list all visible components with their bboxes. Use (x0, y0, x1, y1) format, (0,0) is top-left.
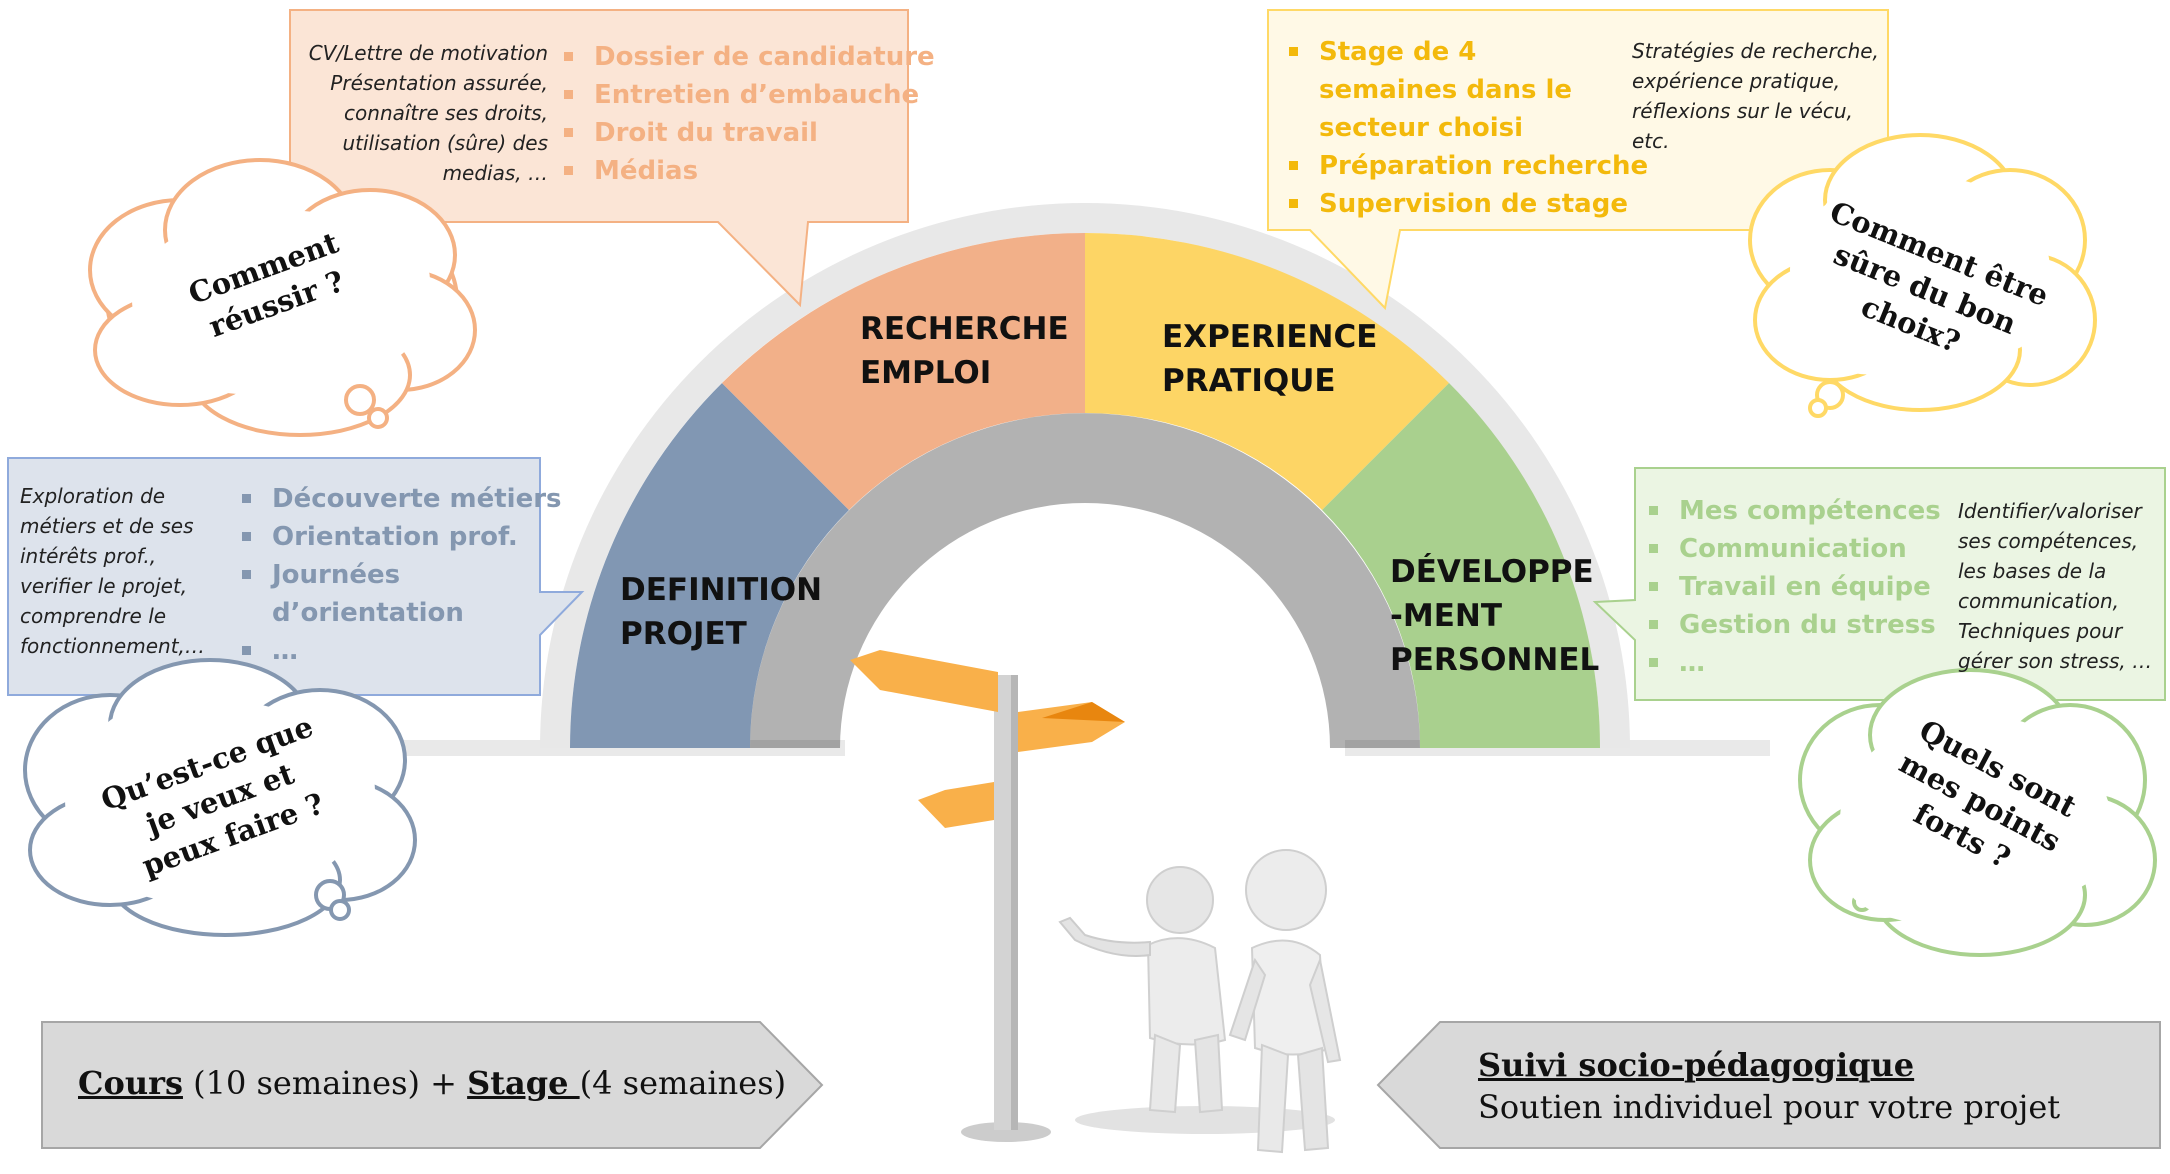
arch-segment-experience (1085, 232, 1449, 510)
developpement-desc-line: les bases de la (1958, 559, 2107, 583)
experience-desc-line: Stratégies de recherche, (1632, 39, 1879, 63)
arch-segment-definition (570, 383, 849, 748)
developpement-bullet: Travail en équipe (1645, 568, 1941, 606)
recherche-bullet-list: Dossier de candidature Entretien d’embau… (560, 38, 935, 190)
suivi-title: Suivi socio-pédagogique (1478, 1046, 1915, 1084)
developpement-description: Identifier/valoriser ses compétences, le… (1958, 496, 2152, 676)
segment-label-line: PERSONNEL (1390, 642, 1600, 678)
experience-desc-line: etc. (1632, 129, 1670, 153)
definition-bullet-list: Découverte métiers Orientation prof. Jou… (238, 480, 562, 670)
recherche-desc-line: Présentation assurée, (330, 71, 548, 95)
recherche-bullet: Entretien d’embauche (560, 76, 935, 114)
recherche-bullet: Dossier de candidature (560, 38, 935, 76)
suivi-arrow-box (1376, 1021, 2161, 1149)
stage-label: Stage (467, 1064, 580, 1102)
segment-label-line: DEFINITION (620, 572, 823, 608)
segment-label-line: EXPERIENCE (1162, 319, 1378, 355)
stage-duration: (4 semaines) (579, 1064, 787, 1102)
suivi-text: Suivi socio-pédagogique Soutien individu… (1478, 1044, 2060, 1128)
recherche-description: CV/Lettre de motivation Présentation ass… (290, 38, 548, 188)
suivi-description: Soutien individuel pour votre projet (1478, 1088, 2061, 1126)
developpement-desc-line: ses compétences, (1958, 529, 2139, 553)
arch-segment-developpement (1322, 383, 1601, 748)
recherche-desc-line: medias, … (442, 161, 548, 185)
definition-bullet: Orientation prof. (238, 518, 562, 556)
definition-bullet: Découverte métiers (238, 480, 562, 518)
developpement-desc-line: communication, (1958, 589, 2120, 613)
people-illustration (1058, 849, 1342, 1154)
experience-bullet-list: Stage de 4 semaines dans le secteur choi… (1285, 33, 1648, 223)
arch-inner-band (750, 413, 1420, 748)
experience-bullet: Préparation recherche (1285, 147, 1648, 185)
recherche-desc-line: utilisation (sûre) des (342, 131, 548, 155)
segment-label-recherche: RECHERCHE EMPLOI (860, 307, 1069, 395)
definition-desc-line: fonctionnement,… (20, 634, 205, 658)
developpement-desc-line: gérer son stress, … (1958, 649, 2153, 673)
arch-segment-recherche (722, 233, 1085, 510)
segment-label-developpement: DÉVELOPPE -MENT PERSONNEL (1390, 550, 1599, 682)
experience-bullet: Supervision de stage (1285, 185, 1648, 223)
signpost-illustration (850, 650, 1125, 1142)
definition-description: Exploration de métiers et de ses intérêt… (20, 481, 205, 661)
segment-label-line: -MENT (1390, 598, 1502, 634)
developpement-bullet: … (1645, 644, 1941, 682)
segment-label-definition: DEFINITION PROJET (620, 568, 822, 656)
cours-arrow-box (41, 1021, 824, 1149)
recherche-desc-line: CV/Lettre de motivation (308, 41, 548, 65)
segment-label-line: PROJET (620, 616, 747, 652)
developpement-bullet: Communication (1645, 530, 1941, 568)
developpement-desc-line: Identifier/valoriser (1958, 499, 2142, 523)
recherche-bullet: Droit du travail (560, 114, 935, 152)
developpement-bullet-list: Mes compétences Communication Travail en… (1645, 492, 1941, 682)
segment-label-line: PRATIQUE (1162, 363, 1336, 399)
segment-label-line: EMPLOI (860, 355, 992, 391)
experience-bullet: Stage de 4 semaines dans le secteur choi… (1285, 33, 1609, 147)
definition-desc-line: métiers et de ses (20, 514, 194, 538)
experience-description: Stratégies de recherche, expérience prat… (1632, 36, 1879, 156)
recherche-desc-line: connaître ses droits, (344, 101, 548, 125)
segment-label-experience: EXPERIENCE PRATIQUE (1162, 315, 1377, 403)
recherche-bullet: Médias (560, 152, 935, 190)
definition-desc-line: Exploration de (20, 484, 166, 508)
experience-desc-line: expérience pratique, (1632, 69, 1841, 93)
cours-text: Cours (10 semaines) + Stage (4 semaines) (78, 1064, 786, 1102)
cours-label: Cours (78, 1064, 183, 1102)
segment-label-line: RECHERCHE (860, 311, 1069, 347)
callout-developpement (1592, 467, 2166, 701)
definition-bullet: … (238, 632, 562, 670)
experience-desc-line: réflexions sur le vécu, (1632, 99, 1853, 123)
developpement-bullet: Gestion du stress (1645, 606, 1941, 644)
developpement-bullet: Mes compétences (1645, 492, 1941, 530)
segment-label-line: DÉVELOPPE (1390, 554, 1594, 590)
cours-duration: (10 semaines) + (182, 1064, 468, 1102)
definition-bullet: Journées d’orientation (238, 556, 472, 632)
callout-experience (1267, 9, 1889, 311)
developpement-desc-line: Techniques pour (1958, 619, 2123, 643)
definition-desc-line: intérêts prof., (20, 544, 157, 568)
definition-desc-line: verifier le projet, (20, 574, 188, 598)
definition-desc-line: comprendre le (20, 604, 167, 628)
